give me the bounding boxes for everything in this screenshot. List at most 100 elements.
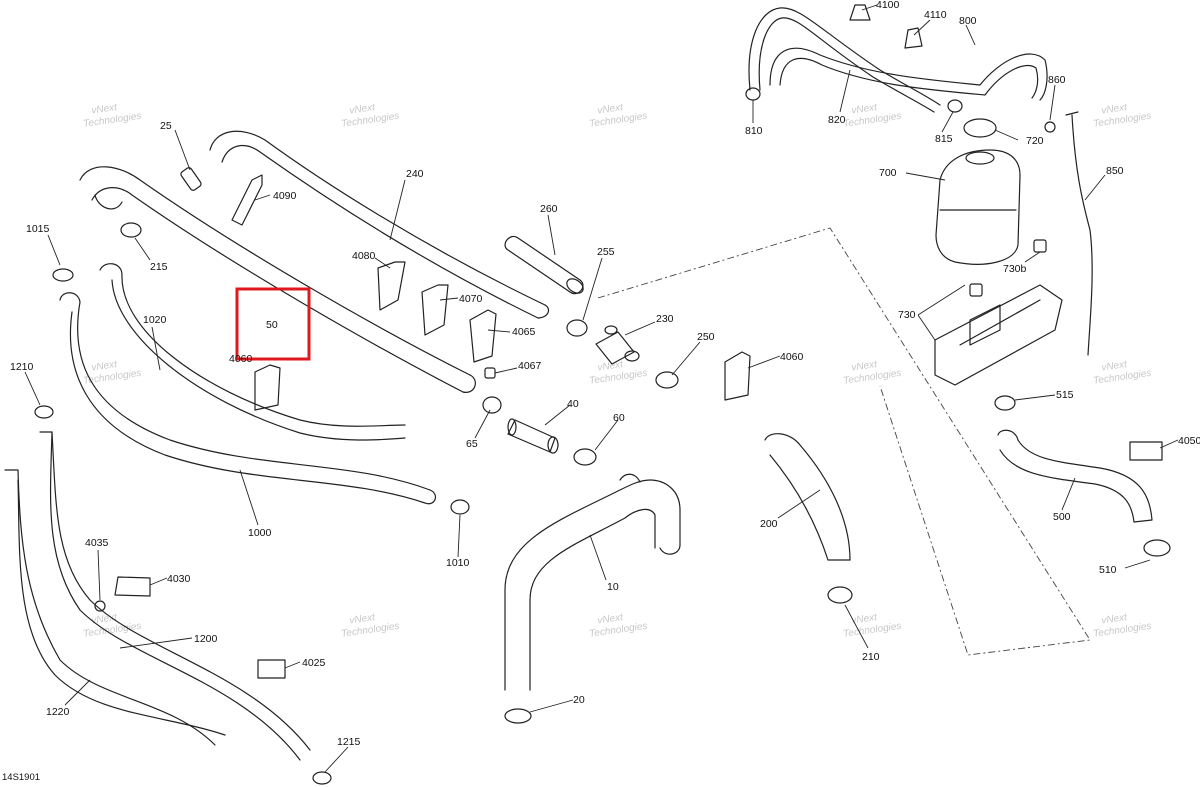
callout-210[interactable]: 210 [862,651,880,663]
callout-4050[interactable]: 4050 [1178,435,1200,447]
part-730b[interactable] [1033,239,1047,253]
callout-260[interactable]: 260 [540,203,558,215]
clip-4060b[interactable] [254,364,281,411]
part-40[interactable] [507,418,559,454]
clamp-1210[interactable] [34,405,54,419]
hose-850[interactable] [1071,114,1093,356]
callout-4080[interactable]: 4080 [352,250,376,262]
callout-4100[interactable]: 4100 [876,0,900,11]
clamp-1010[interactable] [450,499,470,515]
callout-10[interactable]: 10 [607,581,619,593]
clamp-60[interactable] [573,448,597,466]
hose-800[interactable] [769,47,1048,101]
clamp-215[interactable] [120,222,142,238]
part-4035[interactable] [94,600,106,612]
clip-4025[interactable] [257,659,286,679]
callout-810[interactable]: 810 [745,125,763,137]
callout-815[interactable]: 815 [935,133,953,145]
callout-240[interactable]: 240 [406,168,424,180]
callout-510[interactable]: 510 [1099,564,1117,576]
callout-800[interactable]: 800 [959,15,977,27]
clip-4090[interactable] [231,174,263,226]
clamp-860[interactable] [1044,121,1056,133]
part-25[interactable] [180,167,202,192]
callout-4065[interactable]: 4065 [512,326,536,338]
clamp-810[interactable] [745,87,761,101]
clip-4080[interactable] [377,261,406,311]
clamp-1015[interactable] [52,268,74,282]
hose-1000[interactable] [59,292,437,505]
clamp-515[interactable] [994,395,1016,411]
clamp-510[interactable] [1143,539,1171,557]
part-4067[interactable] [484,367,496,379]
cap-720[interactable] [963,118,997,138]
clamp-210[interactable] [827,586,853,604]
clamp-20[interactable] [504,708,532,724]
callout-4110[interactable]: 4110 [924,9,947,21]
callout-4090[interactable]: 4090 [273,190,297,202]
callout-515[interactable]: 515 [1056,389,1074,401]
callout-1015[interactable]: 1015 [26,223,50,235]
callout-4025[interactable]: 4025 [302,657,326,669]
callout-65[interactable]: 65 [466,438,478,450]
clip-4030[interactable] [114,576,151,597]
hose-50[interactable] [79,166,476,393]
callout-215[interactable]: 215 [150,261,168,273]
callout-1010[interactable]: 1010 [446,557,470,569]
callout-1220[interactable]: 1220 [46,706,70,718]
clamp-65[interactable] [482,396,502,414]
callout-40[interactable]: 40 [567,398,579,410]
callout-700[interactable]: 700 [879,167,897,179]
hose-1200[interactable] [39,431,311,761]
callout-25[interactable]: 25 [160,120,172,132]
callout-730b[interactable]: 730b [1003,263,1027,275]
clip-4065[interactable] [469,309,497,363]
watermark: vNext [851,359,879,374]
callout-60[interactable]: 60 [613,412,625,424]
callout-20[interactable]: 20 [573,694,585,706]
callout-860[interactable]: 860 [1048,74,1066,86]
callout-230[interactable]: 230 [656,313,674,325]
clip-4100[interactable] [849,4,871,21]
callout-1000[interactable]: 1000 [248,527,272,539]
clamp-815[interactable] [947,99,963,113]
callout-730[interactable]: 730 [898,309,916,321]
callout-4067[interactable]: 4067 [518,360,542,372]
hose-200[interactable] [764,433,851,561]
callout-200[interactable]: 200 [760,518,778,530]
callout-820[interactable]: 820 [828,114,846,126]
hose-1020[interactable] [99,263,406,441]
hose-10[interactable] [504,473,681,691]
hose-820[interactable] [748,7,941,113]
callout-850[interactable]: 850 [1106,165,1124,177]
callout-4070[interactable]: 4070 [459,293,483,305]
callout-1210[interactable]: 1210 [10,361,34,373]
callout-1020[interactable]: 1020 [143,314,167,326]
hose-240[interactable] [209,130,550,319]
callout-4035[interactable]: 4035 [85,537,109,549]
part-260[interactable] [504,235,586,296]
clamp-1215[interactable] [312,771,332,785]
clip-4050[interactable] [1129,441,1163,461]
hose-1220[interactable] [4,469,226,746]
callout-50[interactable]: 50 [266,319,278,331]
part-230[interactable] [595,325,640,365]
clamp-250[interactable] [655,371,679,389]
callout-4060[interactable]: 4060 [780,351,804,363]
clip-4070[interactable] [421,284,449,336]
callout-255[interactable]: 255 [597,246,615,258]
clip-4110[interactable] [904,27,923,49]
callout-720[interactable]: 720 [1026,135,1044,147]
callout-4060b[interactable]: 4060 [229,353,253,365]
bracket-730[interactable] [934,284,1063,386]
part-730b-2[interactable] [969,283,983,297]
hose-500[interactable] [997,429,1153,523]
callout-1200[interactable]: 1200 [194,633,218,645]
callout-1215[interactable]: 1215 [337,736,361,748]
tank-700[interactable] [935,149,1021,265]
callout-4030[interactable]: 4030 [167,573,191,585]
clamp-255[interactable] [566,319,588,337]
callout-500[interactable]: 500 [1053,511,1071,523]
clip-4060[interactable] [724,351,751,401]
callout-250[interactable]: 250 [697,331,715,343]
